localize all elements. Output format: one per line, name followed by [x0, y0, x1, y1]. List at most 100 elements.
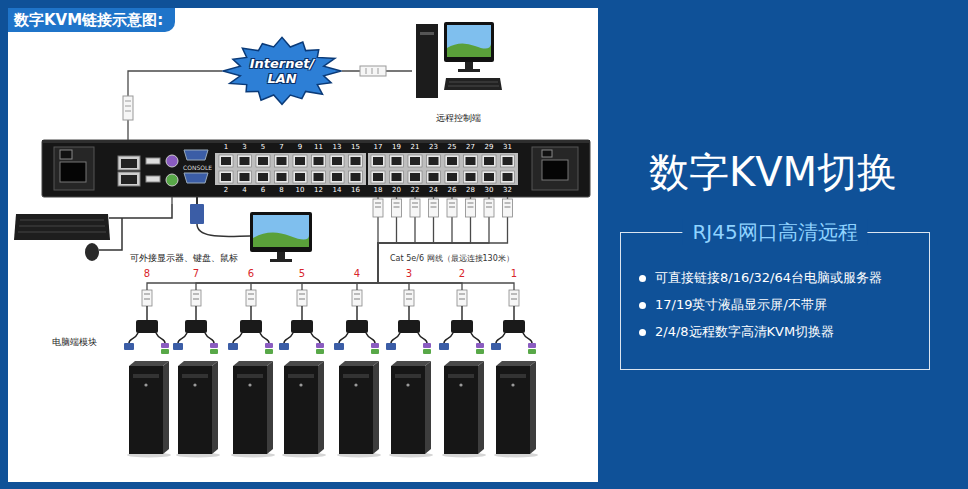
cable-connector: [171, 197, 172, 204]
port-index: 5: [276, 268, 328, 280]
computer-module: [173, 290, 220, 458]
keyboard-keys: [18, 220, 106, 232]
monitor-base: [270, 259, 292, 262]
local-devices: [14, 197, 312, 262]
monitor-stand: [277, 252, 285, 260]
port-number: 18: [369, 186, 387, 194]
plug-ribs: [125, 101, 131, 111]
port-number: 30: [480, 186, 498, 194]
remote-computer: [416, 22, 502, 98]
ps2-port: [166, 174, 178, 186]
monitor: [444, 22, 494, 62]
port-number: 29: [480, 143, 498, 151]
keyboard-cable: [109, 204, 172, 218]
rj45-port: [427, 171, 441, 183]
rj45-port: [464, 155, 478, 167]
title-tab: 数字KVM链接示意图:: [8, 8, 175, 32]
network-label: Internet/ LAN: [245, 56, 319, 86]
feature-item: 17/19英寸液晶显示屏/不带屏: [655, 296, 827, 314]
rj45-port: [293, 155, 307, 167]
rj45-port: [427, 155, 441, 167]
rj45-port: [219, 171, 233, 183]
port-number: 5: [254, 143, 272, 151]
kvm-chassis: [42, 140, 590, 197]
rj45-port: [464, 171, 478, 183]
port-number: 12: [310, 186, 328, 194]
screen-hill: [447, 43, 491, 57]
vga-port: [184, 173, 208, 183]
computer-module: [386, 290, 433, 458]
port-number: 16: [347, 186, 365, 194]
rj45-port: [390, 155, 404, 167]
rj45-port: [408, 155, 422, 167]
rack-body: [42, 140, 590, 197]
port-number: 1: [217, 143, 235, 151]
port-number: 20: [388, 186, 406, 194]
rj45-port: [256, 171, 270, 183]
power-switch: [60, 150, 72, 159]
rj45-plug: [503, 199, 513, 217]
computer: 2: [436, 290, 488, 458]
cable-connector: [128, 71, 222, 140]
port-index: 2: [436, 268, 488, 280]
rj45-port: [293, 171, 307, 183]
rj45-plug: [373, 199, 383, 217]
port-index: 3: [383, 268, 435, 280]
computer-module: [279, 290, 326, 458]
power-socket: [542, 160, 568, 180]
computer-module: [124, 290, 171, 458]
feature-heading: RJ45网口高清远程: [682, 219, 867, 245]
port-index: 4: [331, 268, 383, 280]
rj45-plug: [484, 199, 494, 217]
rack-edge: [42, 140, 590, 143]
computer: 6: [225, 290, 277, 458]
computer: 1: [488, 290, 540, 458]
port-number: 15: [347, 143, 365, 151]
rj45-port: [482, 171, 496, 183]
lan-port: [118, 172, 140, 186]
rj45-port: [312, 171, 326, 183]
rj45-port: [330, 155, 344, 167]
rj45-port: [445, 171, 459, 183]
computer: 5: [276, 290, 328, 458]
vga-cable: [197, 224, 250, 236]
rj45-port: [501, 171, 515, 183]
vga-plug: [190, 204, 204, 224]
port-panel: [368, 153, 518, 185]
feature-item: 2/4/8远程数字高清KVM切换器: [655, 323, 834, 341]
port-number: 27: [462, 143, 480, 151]
port-number: 8: [273, 186, 291, 194]
rj45-port: [330, 171, 344, 183]
rj45-port: [256, 155, 270, 167]
drive-slot: [420, 32, 434, 35]
port-index: 7: [170, 268, 222, 280]
rj45-port: [371, 155, 385, 167]
console-port-label: CONSOLE: [183, 164, 212, 171]
monitor: [250, 212, 312, 252]
port-number: 9: [291, 143, 309, 151]
rj45-port: [219, 155, 233, 167]
rj45-plug: [392, 199, 402, 217]
port-number: 28: [462, 186, 480, 194]
monitor-screen: [253, 215, 309, 247]
rj45-port: [238, 171, 252, 183]
module-caption: 电脑端模块: [52, 336, 97, 348]
power-module: [54, 147, 94, 190]
rj45-plug: [123, 96, 133, 120]
network-cloud: Internet/ LAN: [222, 36, 342, 106]
screen-hill: [253, 232, 309, 247]
computer: 4: [331, 290, 383, 458]
cable-connector: [147, 197, 378, 290]
lan-port-opening: [121, 175, 137, 184]
rj45-plug: [410, 199, 420, 217]
port-index: 6: [225, 268, 277, 280]
bullet-dot: [639, 329, 646, 336]
ps2-port: [166, 155, 178, 167]
port-number: 10: [291, 186, 309, 194]
vga-port: [184, 150, 208, 160]
port-number: 32: [499, 186, 517, 194]
rj45-plug: [447, 199, 457, 217]
lan-port-opening: [121, 159, 137, 168]
port-number: 7: [273, 143, 291, 151]
port-index: 1: [488, 268, 540, 280]
